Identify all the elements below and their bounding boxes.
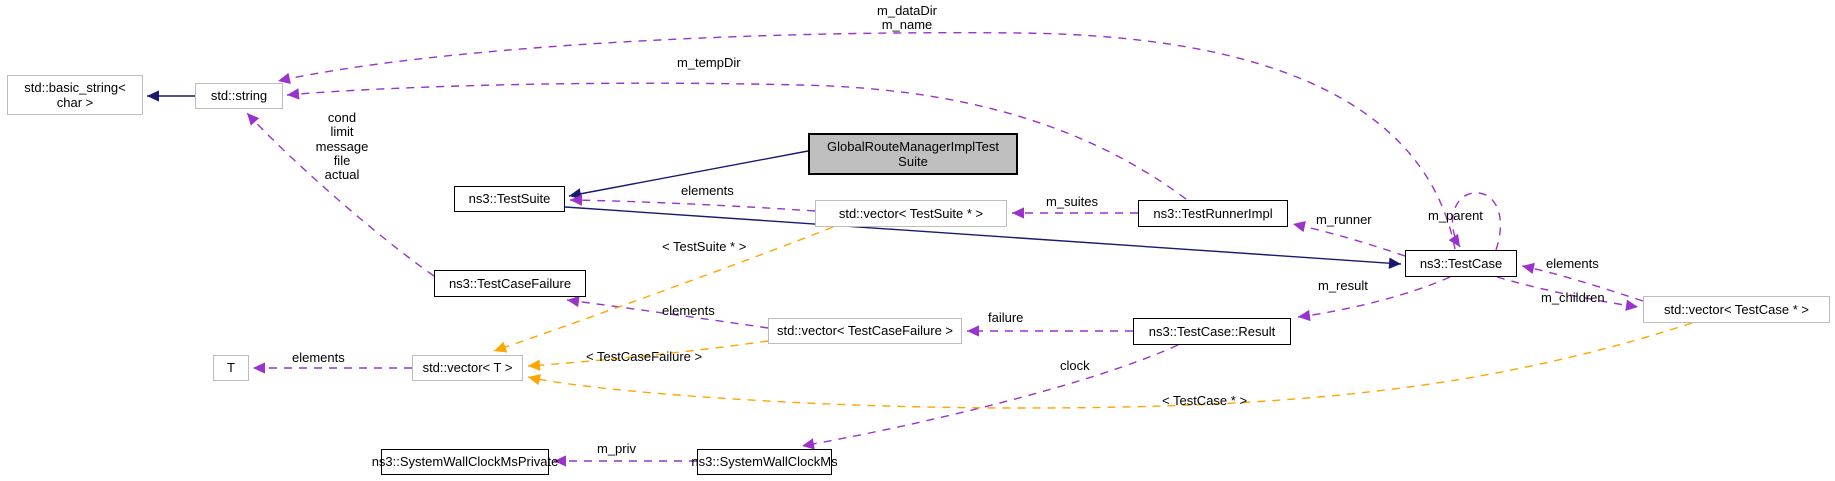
edge-template-testcasefailure — [527, 340, 769, 371]
node-std-vector-testsuite-ptr[interactable]: std::vector< TestSuite * > — [815, 200, 1007, 227]
edge-label-m-parent: m_parent — [1428, 208, 1483, 223]
node-ns3-testcasefailure[interactable]: ns3::TestCaseFailure — [434, 270, 586, 297]
edge-elements-testcase — [1521, 262, 1644, 302]
edge-m-runner — [1292, 220, 1406, 257]
node-ns3-testsuite[interactable]: ns3::TestSuite — [454, 186, 565, 212]
node-ns3-systemwallclockms[interactable]: ns3::SystemWallClockMs — [691, 449, 838, 475]
edge-label-m-priv: m_priv — [597, 441, 637, 456]
edge-elements-testsuite — [569, 194, 816, 212]
edge-label-template-testcase-ptr: < TestCase * > — [1162, 393, 1248, 408]
edge-label-m-suites: m_suites — [1046, 194, 1099, 209]
node-ns3-testcase-result[interactable]: ns3::TestCase::Result — [1133, 318, 1291, 345]
edge-clock — [801, 344, 1179, 450]
node-ns3-systemwallclockmsprivate[interactable]: ns3::SystemWallClockMsPrivate — [372, 449, 558, 475]
edge-label-elements-testcasefailure: elements — [662, 303, 715, 318]
node-std-vector-t[interactable]: std::vector< T > — [412, 355, 523, 381]
node-template-param-t[interactable]: T — [213, 355, 249, 381]
node-std-vector-testcase-ptr[interactable]: std::vector< TestCase * > — [1643, 296, 1830, 323]
edge-label-elements-testsuite: elements — [681, 183, 734, 198]
edge-label-elements-t: elements — [292, 350, 345, 365]
edge-label-m-children: m_children — [1541, 290, 1605, 305]
edge-label-m-datadir-m-name: m_dataDir m_name — [877, 3, 937, 33]
edge-m-result — [1297, 276, 1451, 322]
edge-label-m-tempdir: m_tempDir — [677, 55, 741, 70]
edge-label-m-result: m_result — [1318, 278, 1368, 293]
edge-m-children — [1496, 276, 1639, 311]
edge-label-elements-testcase: elements — [1546, 256, 1599, 271]
edge-label-m-runner: m_runner — [1316, 212, 1372, 227]
edge-m-tempdir — [286, 82, 1187, 200]
edge-template-testsuite-ptr — [493, 226, 834, 353]
node-std-string[interactable]: std::string — [195, 83, 283, 109]
edge-label-cond-limit-message-file-actual: cond limit message file actual — [315, 110, 369, 183]
node-std-basic-string[interactable]: std::basic_string< char > — [7, 75, 143, 115]
edge-template-testcase-ptr — [527, 322, 1693, 409]
edge-label-clock: clock — [1060, 358, 1090, 373]
node-ns3-testrunnerimpl[interactable]: ns3::TestRunnerImpl — [1138, 200, 1288, 227]
edge-label-template-testsuite-ptr: < TestSuite * > — [662, 239, 747, 254]
edge-m-datadir-m-name — [277, 31, 1456, 250]
node-ns3-testcase[interactable]: ns3::TestCase — [1405, 250, 1517, 277]
edge-label-template-testcasefailure: < TestCaseFailure > — [586, 349, 703, 364]
edge-inherit-grmts-testsuite — [568, 150, 809, 200]
edge-label-failure: failure — [988, 310, 1024, 325]
node-globalroutemanagerimpltestsuite[interactable]: GlobalRouteManagerImplTest Suite — [808, 133, 1018, 175]
node-std-vector-testcasefailure[interactable]: std::vector< TestCaseFailure > — [768, 318, 962, 344]
edge-inherit-testsuite-testcase — [564, 206, 1402, 269]
